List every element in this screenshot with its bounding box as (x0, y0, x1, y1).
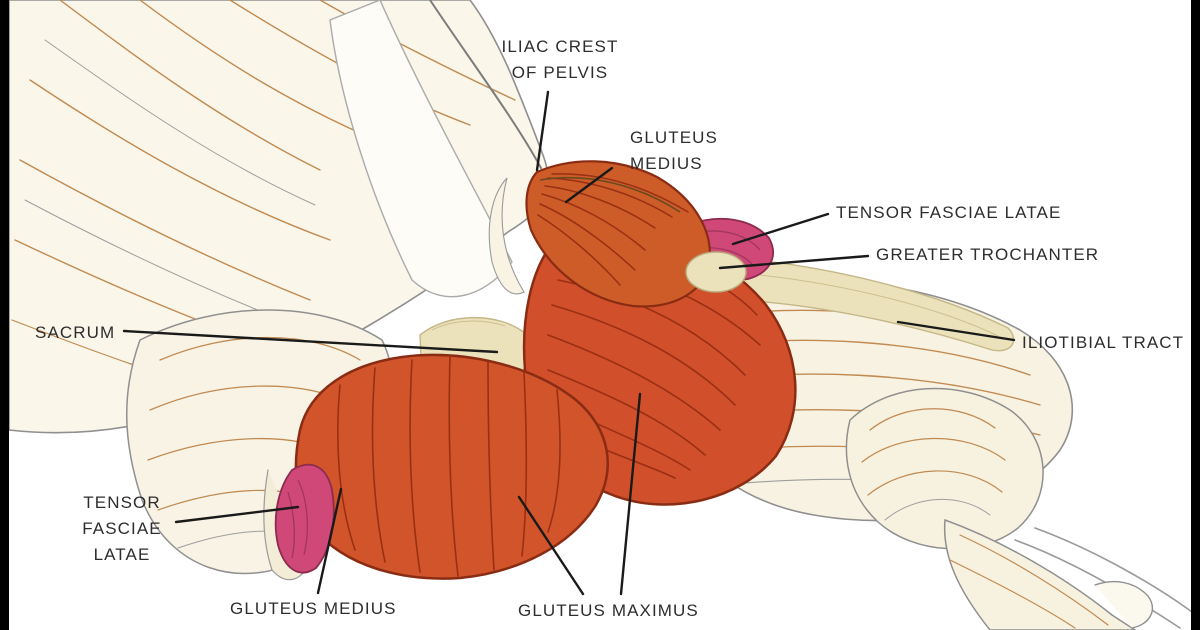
leader-gluteus-maximus-2 (619, 392, 642, 596)
leader-gluteus-maximus-1 (517, 495, 585, 596)
greater-trochanter-region (685, 251, 747, 293)
label-iliac-crest-of-pelvis: ILIAC CREST OF PELVIS (470, 34, 650, 86)
left-edge-bar (0, 0, 9, 630)
label-line: LATAE (93, 545, 151, 564)
leader-gluteus-medius-bottom (316, 487, 343, 595)
label-gluteus-maximus: GLUTEUS MAXIMUS (518, 601, 699, 620)
label-tensor-fasciae-latae-left: TENSOR FASCIAE LATAE (57, 490, 187, 568)
label-line: MEDIUS (630, 154, 703, 173)
leader-greater-trochanter (718, 254, 870, 270)
leader-tensor-fasciae-latae-left (174, 505, 300, 524)
label-gluteus-medius-top: GLUTEUS MEDIUS (630, 125, 718, 177)
leader-iliac-crest (535, 90, 550, 172)
leader-tensor-fasciae-latae-right (731, 212, 830, 246)
leader-iliotibial-tract (896, 320, 1016, 342)
label-sacrum: SACRUM (35, 323, 116, 342)
label-line: OF PELVIS (511, 63, 609, 82)
label-iliotibial-tract: ILIOTIBIAL TRACT (1022, 333, 1185, 352)
leader-sacrum (122, 329, 499, 354)
right-edge-bar (1191, 0, 1200, 630)
label-gluteus-medius-bottom: GLUTEUS MEDIUS (230, 599, 397, 618)
label-line: ILIAC CREST (501, 37, 619, 56)
leader-gluteus-medius-top (564, 166, 614, 204)
leader-lines (122, 90, 1016, 596)
label-line: FASCIAE (82, 519, 162, 538)
label-line: GLUTEUS (630, 128, 718, 147)
label-line: TENSOR (83, 493, 161, 512)
label-tensor-fasciae-latae-right: TENSOR FASCIAE LATAE (836, 203, 1062, 222)
tensor-fasciae-latae-left-region (274, 463, 335, 574)
label-greater-trochanter: GREATER TROCHANTER (876, 245, 1100, 264)
